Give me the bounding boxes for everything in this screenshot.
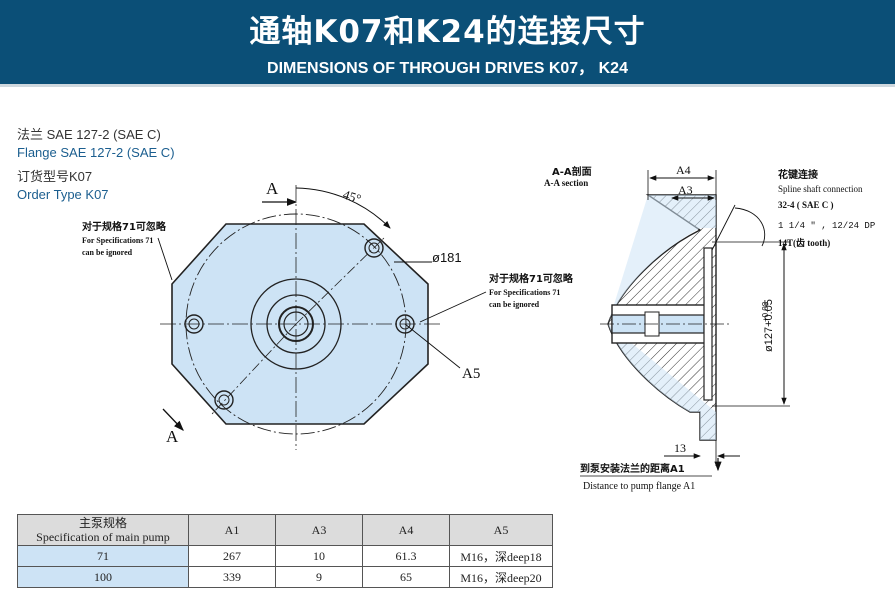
section-title-cn: A-A剖面 — [552, 165, 592, 178]
table-row: 71 267 10 61.3 M16，深deep18 — [17, 545, 553, 567]
diameter-label: ø181 — [432, 250, 462, 265]
table-header-row: 主泵规格 Specification of main pump A1 A3 A4… — [17, 514, 553, 546]
page-title: 通轴K07和K24的连接尺寸 — [249, 14, 646, 50]
header-a1: A1 — [188, 514, 276, 546]
spline-spec: 1 1/4 " , 12/24 DP — [778, 221, 875, 231]
flange-cn: 法兰 SAE 127-2 (SAE C) — [17, 127, 161, 142]
header-a4: A4 — [362, 514, 450, 546]
bolt-hole — [214, 390, 234, 410]
note-left-en2: can be ignored — [82, 248, 133, 257]
section-label-a-bottom: A — [166, 427, 179, 446]
section-title-en: A-A section — [544, 178, 588, 188]
distance-en: Distance to pump flange A1 — [583, 481, 695, 492]
table-row: 100 339 9 65 M16，深deep20 — [17, 566, 553, 588]
header-spec-cn: 主泵规格 — [78, 516, 127, 530]
section-view — [580, 170, 790, 477]
cell-a5: M16，深deep20 — [449, 566, 553, 588]
header-a3: A3 — [275, 514, 363, 546]
note-left-cn: 对于规格71可忽略 — [82, 220, 167, 233]
page-subtitle: DIMENSIONS OF THROUGH DRIVES K07， K24 — [267, 60, 628, 77]
section-label-a-top: A — [266, 179, 279, 198]
order-cn: 订货型号K07 — [17, 169, 93, 184]
cell-a5: M16，深deep18 — [449, 545, 553, 567]
spline-title-cn: 花键连接 — [778, 168, 818, 181]
flange-en: Flange SAE 127-2 (SAE C) — [17, 145, 175, 160]
dimensions-table: 主泵规格 Specification of main pump A1 A3 A4… — [17, 514, 553, 588]
note-right-en1: For Specifications 71 — [489, 288, 560, 297]
angle-label: 45° — [341, 187, 363, 207]
header-banner — [0, 0, 895, 84]
spline-code: 32-4 ( SAE C ) — [778, 200, 834, 210]
cell-a3: 9 — [275, 566, 363, 588]
dim-127-tol: +0.08 — [761, 301, 770, 322]
note-right-cn: 对于规格71可忽略 — [489, 272, 574, 285]
cell-a4: 65 — [362, 566, 450, 588]
dim-13: 13 — [674, 441, 686, 455]
cell-a1: 339 — [188, 566, 276, 588]
header-spec: 主泵规格 Specification of main pump — [17, 514, 189, 546]
header-spec-en: Specification of main pump — [36, 530, 170, 544]
order-en: Order Type K07 — [17, 187, 109, 202]
cell-a1: 267 — [188, 545, 276, 567]
cell-a3: 10 — [275, 545, 363, 567]
cell-spec: 100 — [17, 566, 189, 588]
dim-127: ø127+0.05 — [763, 299, 775, 352]
bolt-hole — [364, 238, 384, 258]
cell-a4: 61.3 — [362, 545, 450, 567]
a5-label: A5 — [462, 366, 480, 382]
note-right-en2: can be ignored — [489, 300, 540, 309]
spline-title-en: Spline shaft connection — [778, 184, 863, 194]
front-view — [157, 185, 487, 450]
dim-a4: A4 — [676, 163, 691, 177]
dim-a3: A3 — [678, 183, 693, 197]
header-a5: A5 — [449, 514, 553, 546]
header-rule — [0, 84, 895, 87]
note-left-en1: For Specifications 71 — [82, 236, 153, 245]
cell-spec: 71 — [17, 545, 189, 567]
spline-teeth: 14T(齿 tooth) — [778, 237, 830, 248]
distance-cn: 到泵安装法兰的距离A1 — [580, 462, 685, 475]
